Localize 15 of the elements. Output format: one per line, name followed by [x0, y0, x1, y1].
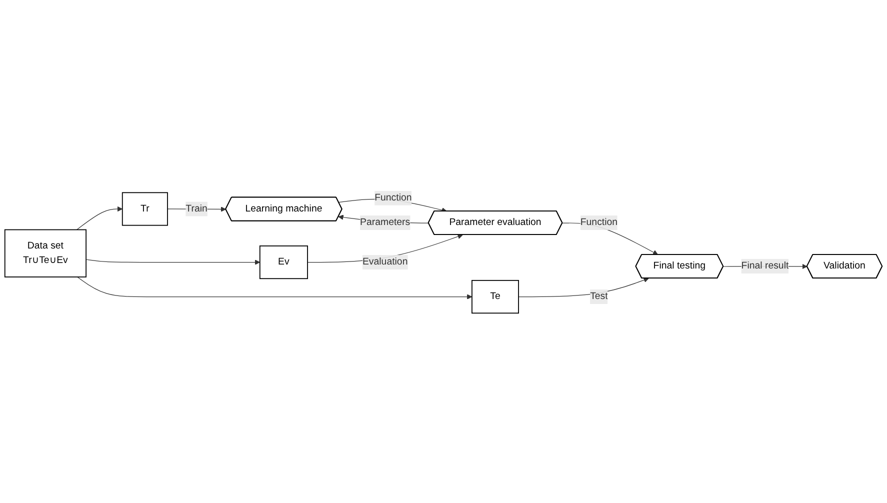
node-box: Tr	[122, 192, 168, 226]
edge-label: Parameters	[360, 216, 410, 228]
edge-label: Final result	[741, 260, 789, 271]
arrow	[518, 277, 649, 297]
arrow	[77, 276, 472, 299]
edge-label: Function	[580, 216, 618, 228]
edge-label: Evaluation	[362, 256, 408, 267]
edge-label: Train	[186, 203, 208, 214]
arrow	[76, 206, 123, 230]
node-box: Te	[472, 280, 519, 314]
node-box: Ev	[259, 244, 308, 279]
node-box: Data set Tr∪Te∪Ev	[4, 228, 87, 277]
arrow	[86, 258, 260, 264]
edge-label: Function	[374, 192, 412, 202]
edge-label: Test	[590, 290, 608, 302]
